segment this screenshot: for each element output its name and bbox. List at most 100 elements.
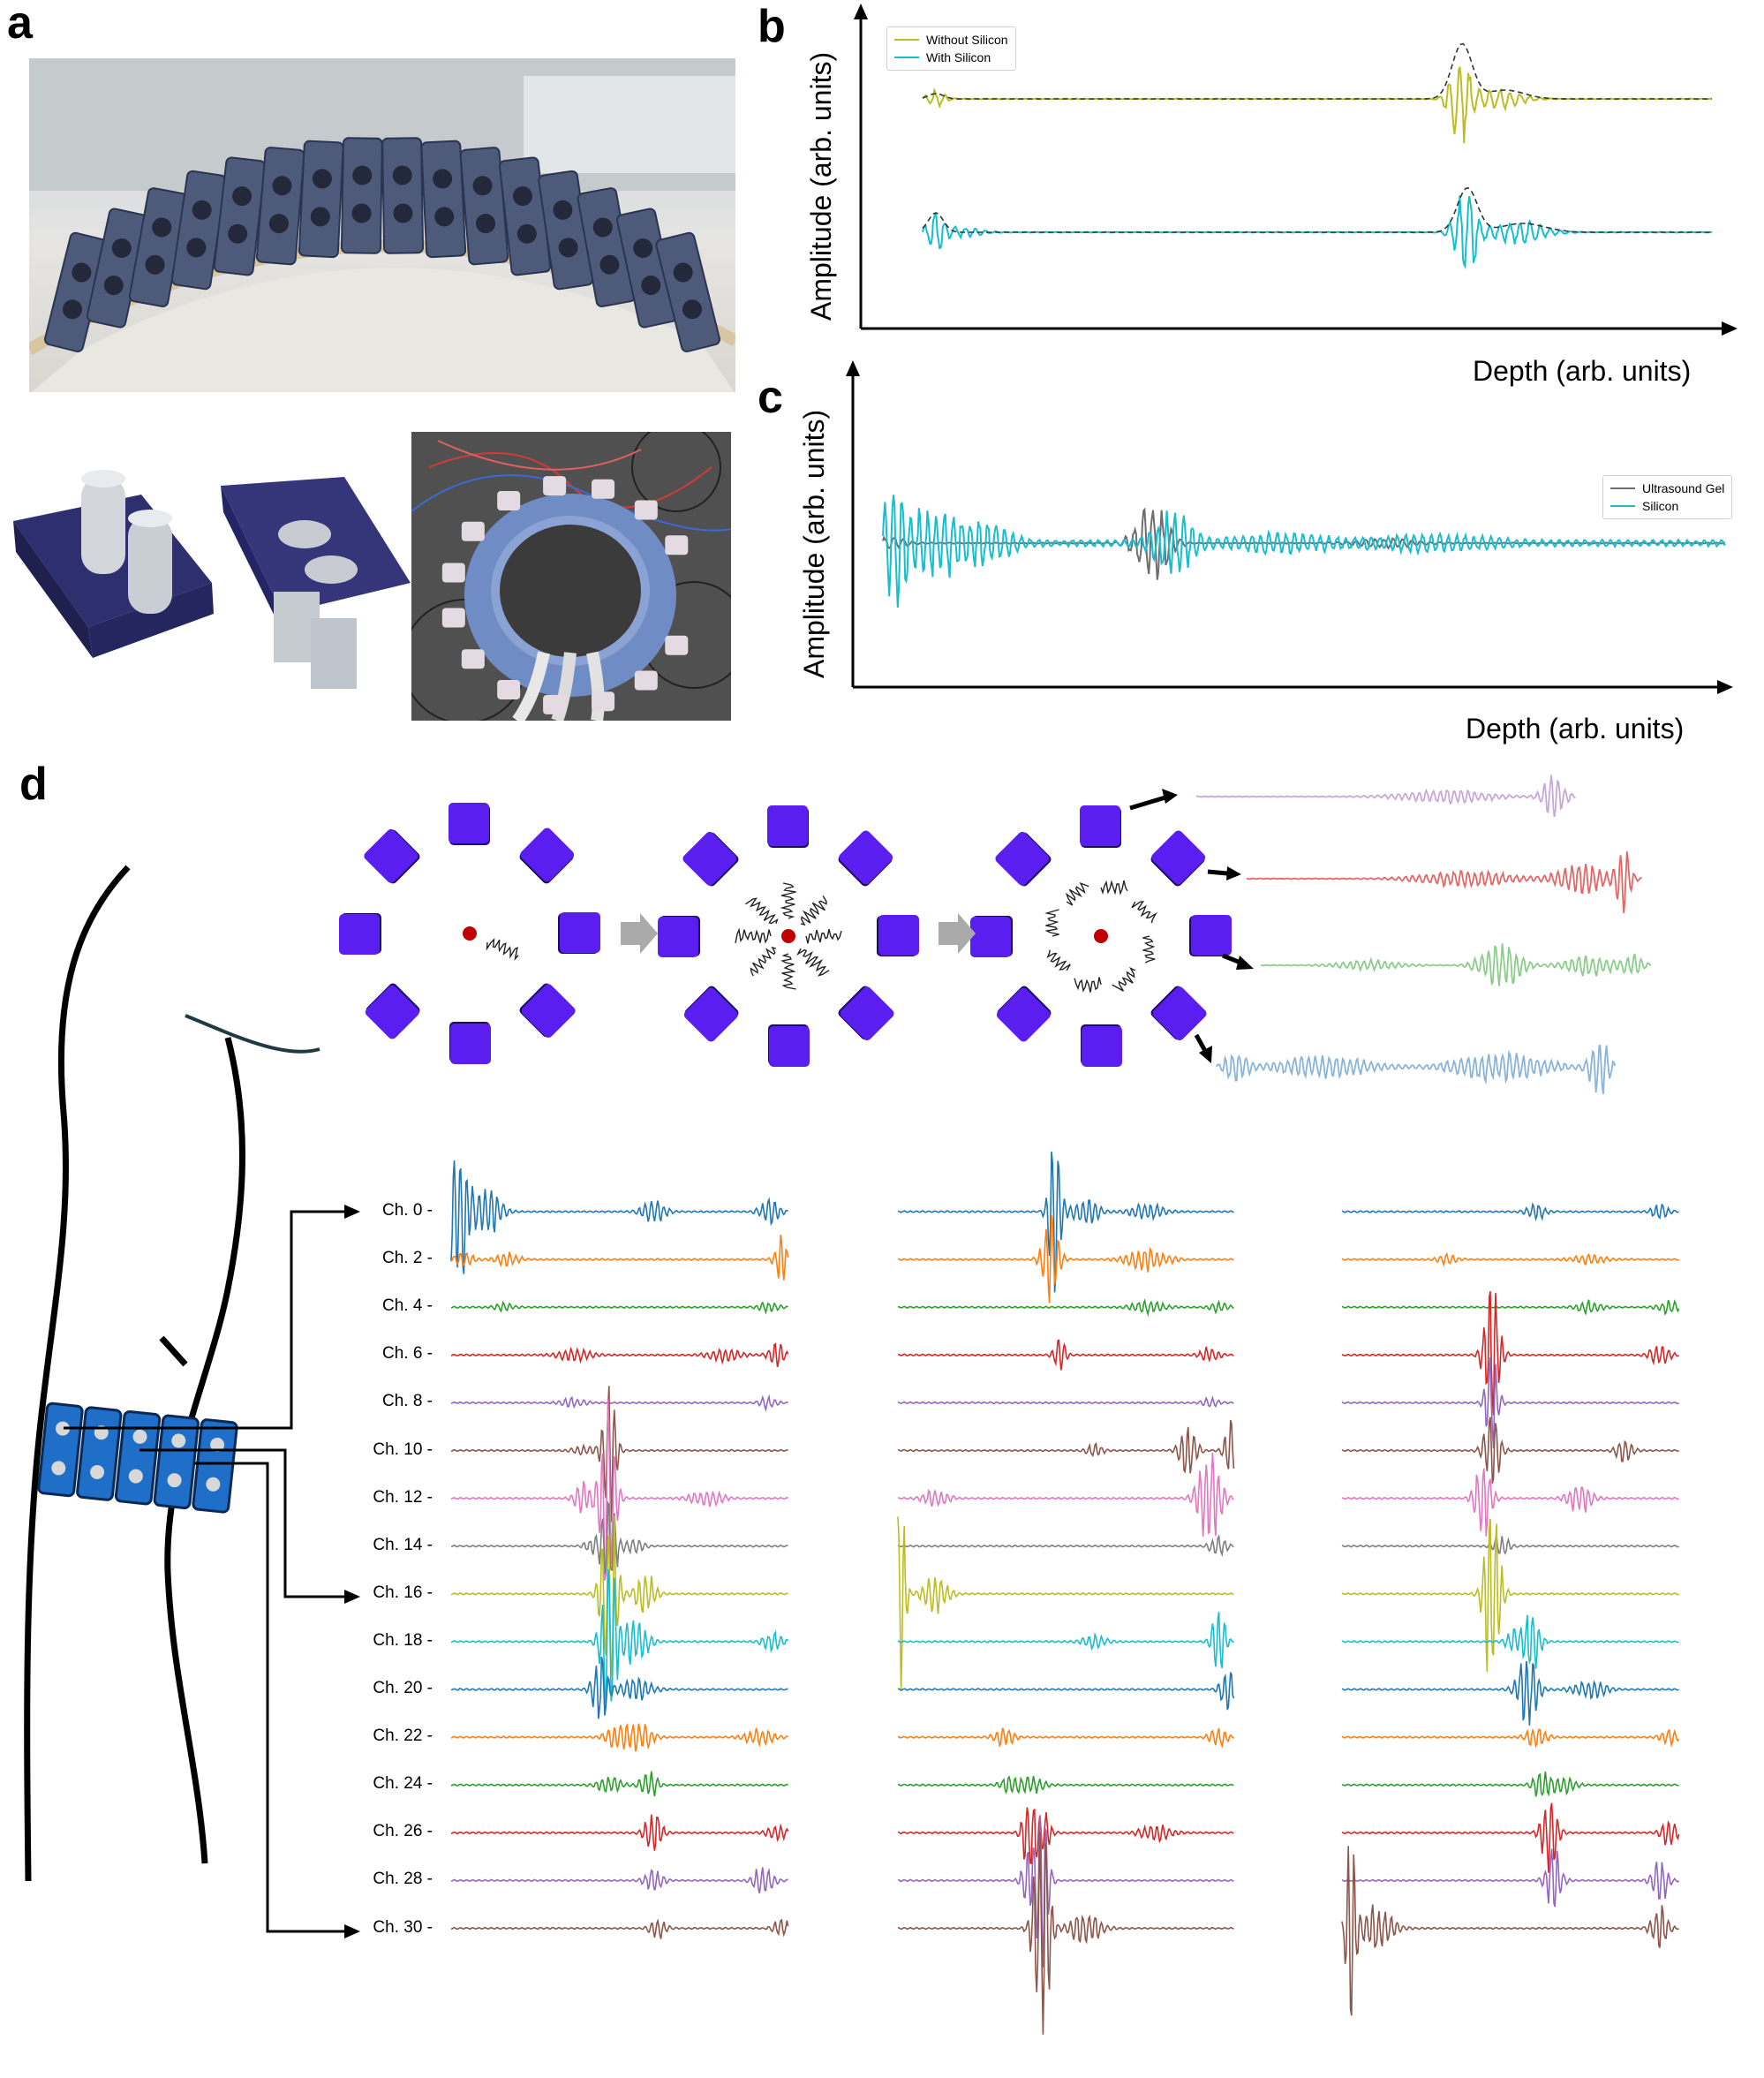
panel-b-y-axis-title: Amplitude (arb. units) — [805, 51, 837, 321]
trace-col1-ch24 — [450, 1771, 788, 1797]
channel-label: Ch. 22 - — [373, 1727, 433, 1746]
envelope-without-silicon — [922, 42, 1712, 100]
channel-label: Ch. 30 - — [373, 1917, 433, 1937]
legend-entry-with-silicon: With Silicon — [894, 49, 1008, 66]
trace-col2-ch8 — [897, 1395, 1234, 1408]
trace-col1-ch6 — [450, 1342, 789, 1368]
legend-entry-silicon: Silicon — [1610, 497, 1724, 515]
trace-col1-ch30 — [450, 1918, 789, 1939]
trace-col3-ch22 — [1341, 1727, 1680, 1749]
trace-col2-ch22 — [897, 1727, 1234, 1749]
trace-col1-ch10 — [450, 1386, 788, 1523]
channel-label: Ch. 26 - — [373, 1822, 433, 1841]
photo-curved-transducer-array — [29, 58, 735, 392]
panel-label-d: d — [19, 759, 48, 810]
trace-col2-ch14 — [897, 1534, 1234, 1558]
panel-b-legend: Without Silicon With Silicon — [886, 26, 1016, 71]
trace-col3-ch0 — [1341, 1202, 1679, 1222]
legend-swatch — [894, 39, 919, 41]
trace-col2-ch2 — [897, 1214, 1234, 1303]
channel-label: Ch. 24 - — [373, 1774, 433, 1794]
trace-col1-ch14 — [450, 1500, 788, 1575]
panel-label-c: c — [758, 372, 783, 423]
panel-b-x-arrow — [1722, 321, 1738, 336]
transducer-ring-2 — [658, 805, 919, 1067]
transducer-ring-3 — [970, 805, 1232, 1067]
connector-ch30 — [194, 1462, 346, 1933]
trace-col3-ch26 — [1341, 1802, 1680, 1873]
arm-outline-right — [164, 1037, 245, 1864]
trace-col1-ch18 — [450, 1568, 789, 1708]
trace-ultrasound-gel — [882, 507, 1726, 580]
received-signal-3 — [1260, 943, 1652, 986]
target-dot — [463, 926, 477, 941]
cad-render-drawing — [13, 470, 411, 689]
photo-circular-array-setup — [411, 432, 731, 721]
channel-label: Ch. 4 - — [381, 1296, 433, 1316]
arm-sensor-band — [37, 1402, 238, 1514]
trace-col3-ch30 — [1341, 1846, 1679, 2016]
cad-render-transducer-holders — [9, 459, 411, 707]
target-dot — [1094, 929, 1108, 943]
channel-label: Ch. 12 - — [373, 1487, 433, 1507]
trace-col2-ch26 — [897, 1807, 1234, 1865]
panel-b-x-axis-title: Depth (arb. units) — [1473, 355, 1692, 387]
channel-label: Ch. 0 - — [381, 1201, 433, 1220]
trace-col1-ch26 — [450, 1814, 789, 1851]
envelope-with-silicon — [922, 186, 1712, 233]
trace-col3-ch4 — [1341, 1299, 1680, 1316]
trace-col2-ch4 — [897, 1298, 1234, 1318]
trace-col3-ch18 — [1341, 1614, 1679, 1669]
trace-col3-ch16 — [1341, 1518, 1680, 1673]
trace-col2-ch28 — [897, 1815, 1234, 1968]
trace-col1-ch22 — [450, 1723, 788, 1752]
legend-label: Silicon — [1642, 499, 1679, 513]
trace-col3-ch20 — [1341, 1660, 1679, 1726]
trace-col1-ch28 — [450, 1867, 788, 1893]
trace-col2-ch20 — [897, 1672, 1235, 1711]
step-arrow-1 — [621, 913, 658, 954]
connector-ch16 — [139, 1448, 346, 1598]
legend-swatch — [1610, 487, 1635, 489]
trace-col1-ch0 — [450, 1160, 788, 1274]
trace-col2-ch16 — [897, 1516, 1234, 1691]
trace-col1-ch12 — [450, 1398, 788, 1581]
channel-label: Ch. 6 - — [381, 1344, 433, 1364]
panel-b-y-arrow — [854, 4, 868, 19]
panel-label-a: a — [7, 0, 33, 49]
trace-col2-ch10 — [897, 1419, 1235, 1474]
trace-col3-ch8 — [1341, 1356, 1680, 1449]
channel-label: Ch. 14 - — [373, 1535, 433, 1554]
legend-label: With Silicon — [926, 50, 991, 64]
received-signal-4 — [1216, 1044, 1617, 1095]
panel-label-b: b — [758, 1, 786, 52]
trace-col2-ch0 — [897, 1151, 1234, 1293]
panel-c-x-arrow — [1717, 680, 1733, 694]
arm-marker — [159, 1335, 188, 1367]
channel-label: Ch. 28 - — [373, 1870, 433, 1889]
trace-col2-ch18 — [897, 1612, 1234, 1668]
arm-shoulder-line — [185, 1014, 320, 1054]
trace-silicon — [882, 495, 1726, 608]
trace-col3-ch28 — [1341, 1848, 1680, 1908]
trace-col1-ch16 — [450, 1515, 788, 1676]
received-signal-2 — [1246, 851, 1642, 913]
target-dot — [781, 929, 795, 943]
trace-col3-ch14 — [1341, 1535, 1679, 1555]
legend-entry-ultrasound-gel: Ultrasound Gel — [1610, 480, 1724, 497]
trace-without-silicon — [922, 66, 1712, 144]
trace-col3-ch2 — [1341, 1251, 1680, 1267]
transducer-array-drawing — [29, 58, 735, 392]
trace-col2-ch6 — [897, 1339, 1234, 1371]
panel-c-y-axis-title: Amplitude (arb. units) — [798, 409, 830, 678]
connector-ch0 — [64, 1210, 346, 1430]
channel-label: Ch. 16 - — [373, 1583, 433, 1602]
trace-col1-ch4 — [450, 1300, 788, 1315]
trace-col2-ch24 — [897, 1775, 1234, 1795]
panel-c-x-axis-title: Depth (arb. units) — [1466, 713, 1685, 744]
transducer-ring-1 — [339, 803, 600, 1064]
channel-label: Ch. 10 - — [373, 1439, 433, 1459]
received-signal-1 — [1195, 775, 1576, 818]
legend-entry-without-silicon: Without Silicon — [894, 31, 1008, 49]
legend-swatch — [894, 57, 919, 58]
